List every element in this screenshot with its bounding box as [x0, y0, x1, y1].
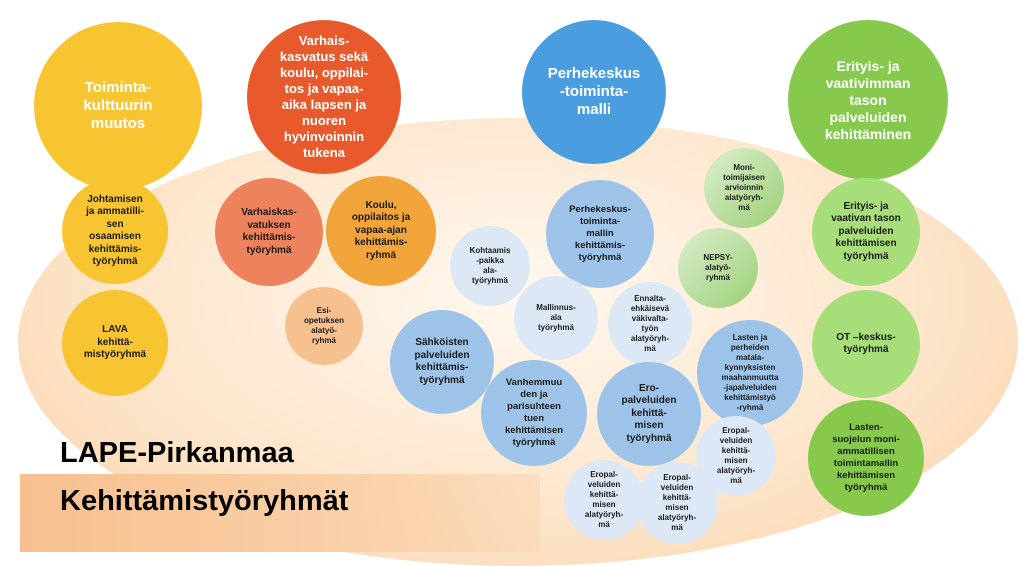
circle-eropalveluiden-ala-3: Eropal- veluiden kehittä- misen alatyöry…: [636, 462, 718, 544]
circle-label: Mallinnus- ala työryhmä: [536, 303, 576, 332]
circle-label: Esi- opetuksen alatyö- ryhmä: [303, 306, 344, 345]
circle-label: Koulu, oppilaitos ja vapaa-ajan kehittäm…: [351, 199, 411, 261]
circle-ot-keskus: OT –keskus- työryhmä: [812, 290, 920, 398]
circle-label: Sähköisten palveluiden kehittämis- työry…: [414, 337, 470, 386]
circle-label: Johtamisen ja ammatilli- sen osaamisen k…: [86, 193, 144, 268]
circle-perhekeskus-main: Perhekeskus -toiminta- malli: [522, 20, 666, 164]
circle-label: Ennalta- ehkäisevä väkivalta- työn alaty…: [630, 294, 670, 353]
circle-label: Varhaiskas- vatuksen kehittämis- työryhm…: [241, 207, 297, 256]
circle-label: Toiminta- kulttuurin muutos: [83, 79, 153, 132]
circle-toimintakulttuurin-muutos: Toiminta- kulttuurin muutos: [34, 22, 202, 190]
circle-koulu: Koulu, oppilaitos ja vapaa-ajan kehittäm…: [326, 176, 436, 286]
circle-johtaminen: Johtamisen ja ammatilli- sen osaamisen k…: [62, 178, 168, 284]
circle-label: Eropal- veluiden kehittä- misen alatyöry…: [584, 470, 624, 529]
circle-eropalveluiden-ala-2: Eropal- veluiden kehittä- misen alatyöry…: [564, 460, 644, 540]
title-line-2: Kehittämistyöryhmät: [60, 485, 349, 517]
title-band: [20, 474, 540, 552]
circle-lava: LAVA kehittä- mistyöryhmä: [62, 290, 168, 396]
circle-label: Lasten ja perheiden matala- kynnyksisten…: [721, 333, 779, 412]
circle-label: Eropal- veluiden kehittä- misen alatyöry…: [716, 426, 756, 485]
circle-esiopetus: Esi- opetuksen alatyö- ryhmä: [285, 287, 363, 365]
circle-ennaltaehkaiseva: Ennalta- ehkäisevä väkivalta- työn alaty…: [608, 282, 692, 366]
circle-mallinnus: Mallinnus- ala työryhmä: [514, 276, 598, 360]
circle-vanhemmuuden: Vanhemmuu den ja parisuhteen tuen kehitt…: [481, 360, 587, 466]
circle-label: Perhekeskus- toiminta- mallin kehittämis…: [569, 204, 631, 263]
circle-label: Erityis- ja vaativan tason palveluiden k…: [831, 200, 901, 262]
circle-lastensuojelu: Lasten- suojelun moni- ammatillisen toim…: [808, 400, 924, 516]
circle-perhekeskus-tr: Perhekeskus- toiminta- mallin kehittämis…: [546, 180, 654, 288]
circle-monitoimijaisen: Moni- toimijaisen arvioinnin alatyöryh- …: [704, 148, 784, 228]
circle-varhaiskasvatus-main: Varhais- kasvatus sekä koulu, oppilai- t…: [247, 20, 401, 174]
circle-label: Varhais- kasvatus sekä koulu, oppilai- t…: [279, 33, 369, 160]
circle-nepsy: NEPSY- alatyö- ryhmä: [678, 228, 758, 308]
circle-label: Ero- palveluiden kehittä- misen työryhmä: [621, 382, 677, 444]
circle-label: LAVA kehittä- mistyöryhmä: [83, 324, 147, 361]
circle-lasten-perheiden: Lasten ja perheiden matala- kynnyksisten…: [697, 320, 803, 426]
circle-label: Perhekeskus -toiminta- malli: [547, 65, 641, 118]
circle-varhaiskasvatuksen: Varhaiskas- vatuksen kehittämis- työryhm…: [215, 178, 323, 286]
circle-kohtaamispaikka: Kohtaamis -paikka ala- työryhmä: [450, 226, 530, 306]
circle-label: Kohtaamis -paikka ala- työryhmä: [469, 246, 511, 285]
circle-erityis-tr: Erityis- ja vaativan tason palveluiden k…: [812, 178, 920, 286]
circle-label: Vanhemmuu den ja parisuhteen tuen kehitt…: [504, 377, 564, 448]
circle-label: Moni- toimijaisen arvioinnin alatyöryh- …: [723, 163, 765, 212]
circle-label: Erityis- ja vaativimman tason palveluide…: [824, 57, 912, 142]
circle-label: Eropal- veluiden kehittä- misen alatyöry…: [657, 473, 697, 532]
title-line-1: LAPE-Pirkanmaa: [60, 437, 294, 469]
circle-label: Lasten- suojelun moni- ammatillisen toim…: [832, 422, 900, 493]
circle-label: OT –keskus- työryhmä: [836, 331, 896, 356]
circle-label: NEPSY- alatyö- ryhmä: [703, 253, 733, 282]
circle-erityis-main: Erityis- ja vaativimman tason palveluide…: [788, 20, 948, 180]
circle-eropalveluiden-tr: Ero- palveluiden kehittä- misen työryhmä: [597, 362, 701, 466]
circle-sahkoisten: Sähköisten palveluiden kehittämis- työry…: [390, 310, 494, 414]
